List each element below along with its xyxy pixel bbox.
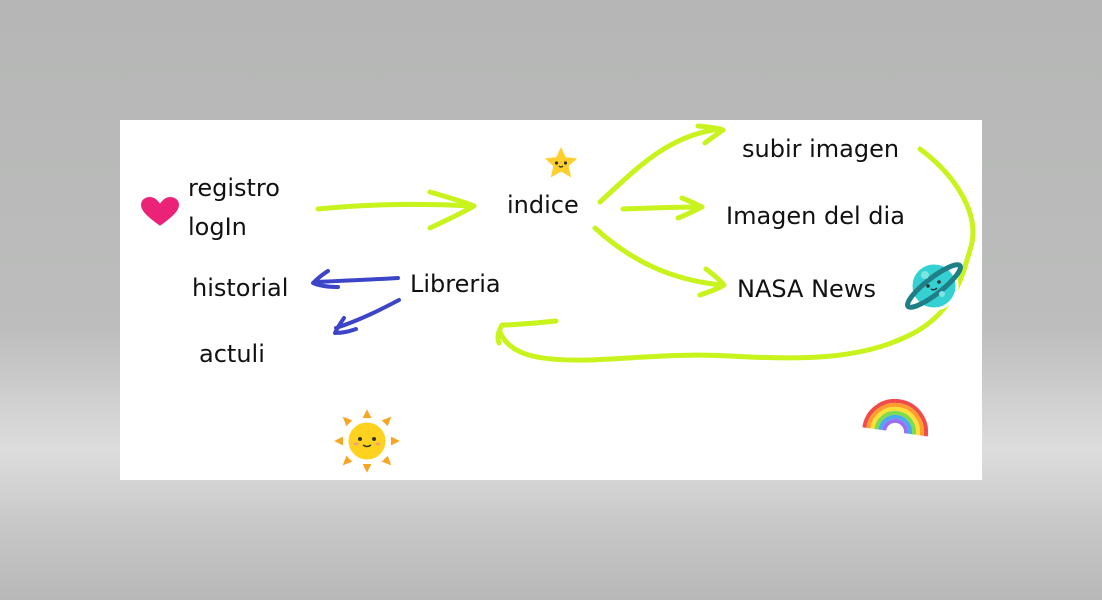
star-icon: [540, 142, 582, 182]
arrow-indice-to-imagen: [620, 195, 705, 221]
heart-icon: [138, 195, 182, 229]
rainbow-icon: [854, 382, 940, 439]
node-nasa-news: NASA News: [737, 275, 876, 303]
node-subir-imagen: subir imagen: [742, 135, 900, 163]
node-libreria: Libreria: [410, 270, 501, 298]
arrow-indice-to-subir: [597, 123, 726, 205]
node-registro: registro: [188, 174, 280, 202]
node-historial: historial: [192, 274, 289, 302]
arrow-strokes: [311, 123, 976, 363]
arrow-indice-to-nasa: [592, 225, 727, 298]
whiteboard-canvas: registro logIn historial actuli Libreria…: [120, 120, 982, 480]
planet-icon: [905, 261, 963, 311]
arrow-libreria-to-historial: [311, 269, 400, 289]
node-indice: indice: [507, 191, 579, 219]
node-imagen-del-dia: Imagen del dia: [726, 202, 905, 230]
node-login: logIn: [188, 213, 247, 241]
arrow-subir-to-libreria: [495, 146, 976, 363]
node-actuli: actuli: [199, 340, 265, 368]
arrow-login-to-indice: [315, 189, 477, 231]
sun-icon: [331, 406, 403, 476]
arrow-libreria-to-actuli: [333, 298, 401, 335]
